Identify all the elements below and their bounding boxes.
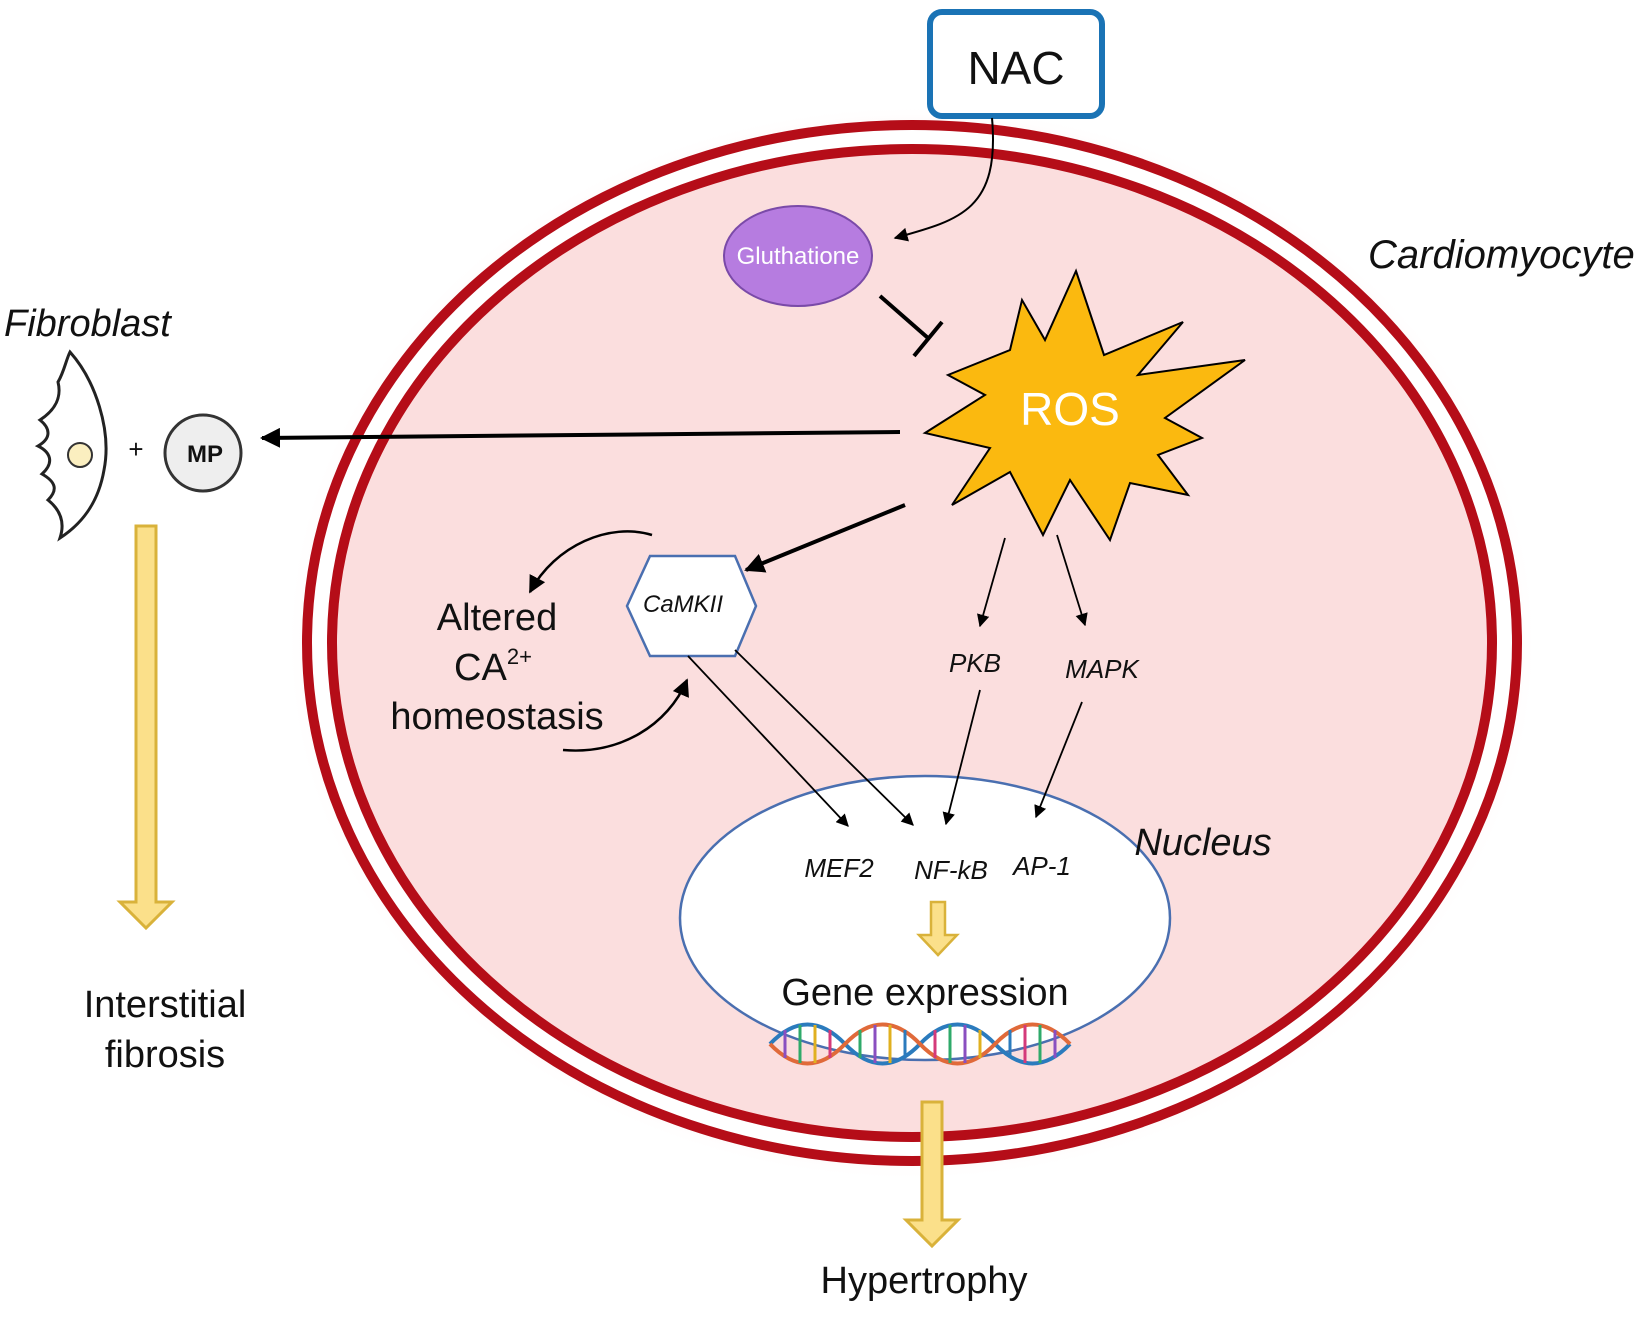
interstitial-fibrosis-line1: Interstitial	[84, 984, 247, 1026]
ap1-label: AP-1	[1011, 851, 1071, 881]
hypertrophy-label: Hypertrophy	[821, 1260, 1028, 1302]
glutathione-node	[723, 205, 873, 307]
cardiomyocyte-inner-membrane	[327, 144, 1497, 1142]
plus-sign: +	[128, 434, 143, 464]
cardiomyocyte-label: Cardiomyocyte	[1368, 233, 1635, 277]
calcium-line2: CA2+	[454, 644, 532, 689]
mef2-label: MEF2	[804, 853, 874, 883]
arrow-pkb-to-nfkb	[942, 689, 981, 826]
arrow-ros-to-mp	[260, 427, 901, 448]
dna-helix-icon	[768, 1022, 1072, 1066]
nucleus	[678, 774, 1172, 1062]
calcium-line2-base: CA	[454, 647, 507, 689]
calcium-line2-sup: 2+	[507, 644, 532, 669]
pkb-label: PKB	[949, 648, 1001, 678]
arrow-to-gene-expression	[916, 900, 960, 957]
ros-label: ROS	[1020, 383, 1120, 435]
arrow-to-interstitial-fibrosis	[116, 524, 176, 931]
mp-label: MP	[187, 441, 223, 468]
arrow-calcium-to-camkii	[562, 678, 689, 752]
arrow-camkii-to-nfkb	[734, 649, 914, 826]
arrow-to-hypertrophy	[902, 1100, 962, 1249]
arrow-ros-to-pkb	[977, 537, 1006, 628]
inhibition-glutathione-ros	[878, 294, 944, 358]
camkii-node	[625, 554, 758, 658]
macrophage-node	[163, 413, 243, 493]
nac-label: NAC	[967, 42, 1064, 94]
arrow-camkii-to-calcium	[528, 530, 653, 594]
mapk-label: MAPK	[1065, 654, 1140, 684]
fibroblast-label: Fibroblast	[4, 303, 172, 345]
nac-box	[927, 9, 1105, 119]
arrow-camkii-to-mef2	[687, 655, 849, 827]
interstitial-fibrosis-line2: fibrosis	[105, 1034, 225, 1076]
calcium-line1: Altered	[437, 597, 557, 639]
arrow-mapk-to-ap1	[1034, 701, 1083, 819]
arrow-nac-to-glutathione	[893, 117, 994, 242]
nfkb-label: NF-kB	[914, 855, 988, 885]
camkii-label: CaMKII	[643, 591, 723, 618]
ros-starburst	[922, 268, 1246, 543]
fibroblast-nucleus-icon	[67, 442, 93, 468]
arrow-ros-to-mapk	[1056, 534, 1088, 627]
glutathione-label: Gluthatione	[737, 243, 860, 270]
gene-expression-label: Gene expression	[781, 972, 1068, 1014]
fibroblast-cell-icon	[34, 349, 108, 542]
arrow-ros-to-camkii	[744, 503, 906, 573]
nucleus-label: Nucleus	[1134, 822, 1271, 864]
calcium-line3: homeostasis	[390, 696, 603, 738]
